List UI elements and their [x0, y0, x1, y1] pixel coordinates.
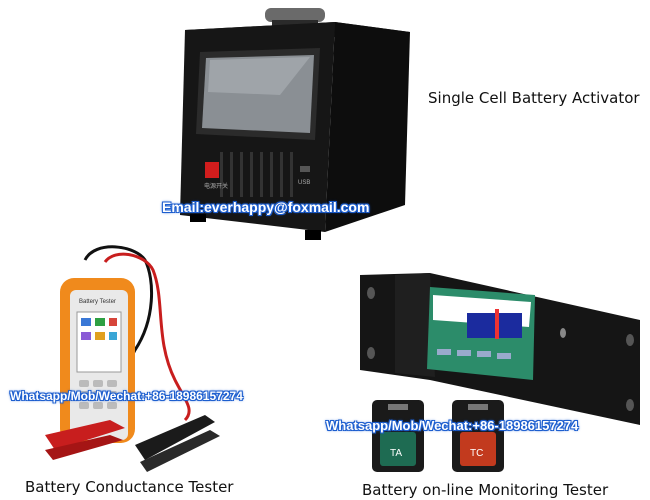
indicator-light	[560, 328, 566, 338]
battery-activator-image: 电源开关 USB	[180, 8, 410, 240]
activator-caption: Single Cell Battery Activator	[428, 89, 640, 107]
monitoring-caption: Battery on-line Monitoring Tester	[362, 481, 609, 499]
sensor-ta-label: TA	[390, 448, 402, 459]
red-clamp-icon	[45, 420, 125, 460]
activator-vents	[220, 152, 293, 197]
power-switch-icon	[205, 162, 219, 178]
phone-watermark-right: Whatsapp/Mob/Wechat:+86-18986157274	[326, 418, 579, 433]
black-clamp-icon	[135, 415, 220, 472]
sensor-tc-label: TC	[470, 448, 483, 459]
sensor-tc-image: TC	[452, 400, 504, 472]
monitor-buttons	[437, 349, 511, 359]
power-switch-label: 电源开关	[204, 182, 228, 190]
tester-app-icons	[81, 318, 117, 340]
conductance-caption: Battery Conductance Tester	[25, 478, 234, 496]
tester-label: Battery Tester	[79, 299, 116, 305]
conductance-tester-image: Battery Tester	[45, 245, 220, 472]
usb-port-icon	[300, 166, 310, 172]
monitoring-tester-image	[360, 273, 640, 425]
tester-keypad	[79, 380, 117, 409]
phone-watermark-left: Whatsapp/Mob/Wechat:+86-18986157274	[10, 389, 243, 403]
activator-handle	[265, 8, 325, 22]
email-watermark: Email:everhappy@foxmail.com	[162, 199, 370, 215]
sensor-ta-image: TA	[372, 400, 424, 472]
usb-label: USB	[298, 180, 310, 186]
